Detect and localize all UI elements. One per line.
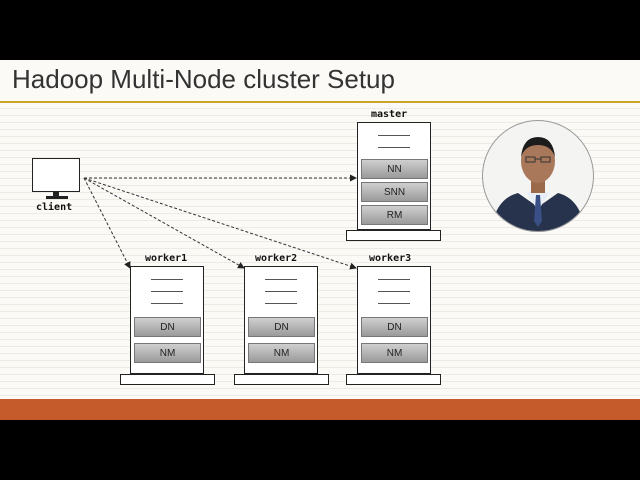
master-base	[346, 230, 441, 241]
connection-arrows	[83, 174, 357, 270]
arrow-client-worker2	[83, 177, 245, 269]
worker1-service-nm: NM	[134, 343, 201, 363]
arrow-client-worker1	[83, 177, 131, 269]
presenter-avatar	[482, 120, 594, 232]
master-label: master	[371, 109, 408, 120]
client-monitor-icon	[32, 158, 80, 192]
master-service-nn: NN	[361, 159, 428, 179]
master-service-snn: SNN	[361, 182, 428, 202]
worker2-service-dn: DN	[248, 317, 315, 337]
monitor-base	[46, 196, 68, 199]
worker3-service-dn: DN	[361, 317, 428, 337]
slide: Hadoop Multi-Node cluster Setup client m…	[0, 60, 640, 420]
worker3-label: worker3	[369, 253, 412, 264]
title-divider	[0, 101, 640, 103]
worker2-service-nm: NM	[248, 343, 315, 363]
worker3-base	[346, 374, 441, 385]
worker1-server: DN NM	[130, 266, 204, 374]
worker2-label: worker2	[255, 253, 298, 264]
title-band: Hadoop Multi-Node cluster Setup	[0, 60, 640, 100]
worker1-label: worker1	[145, 253, 188, 264]
footer-accent-bar	[0, 399, 640, 420]
master-service-rm: RM	[361, 205, 428, 225]
worker3-server: DN NM	[357, 266, 431, 374]
worker2-server: DN NM	[244, 266, 318, 374]
worker2-base	[234, 374, 329, 385]
client-label: client	[36, 202, 73, 213]
worker3-service-nm: NM	[361, 343, 428, 363]
master-server: NN SNN RM	[357, 122, 431, 230]
arrow-client-worker3	[83, 177, 357, 270]
worker1-base	[120, 374, 215, 385]
worker1-service-dn: DN	[134, 317, 201, 337]
slide-title: Hadoop Multi-Node cluster Setup	[12, 64, 395, 94]
monitor-stand	[53, 192, 59, 196]
